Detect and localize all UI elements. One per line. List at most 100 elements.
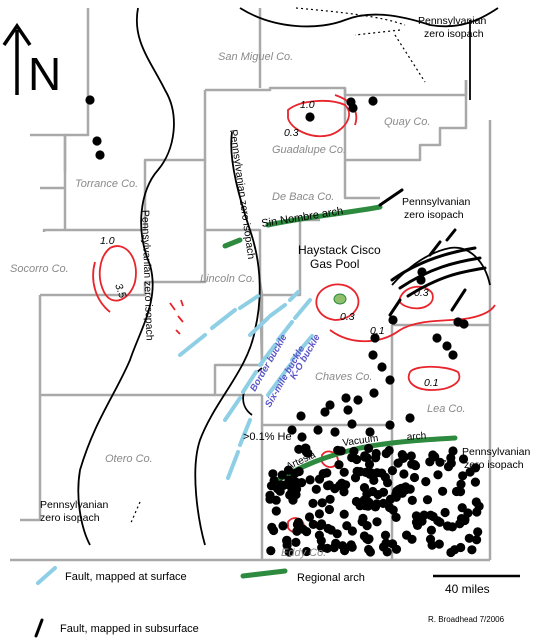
well-dot-icon bbox=[464, 533, 474, 543]
county-label-lea: Lea Co. bbox=[427, 403, 466, 415]
well-dot-icon bbox=[294, 444, 304, 454]
well-dot-icon bbox=[365, 469, 375, 479]
well-dot-icon bbox=[297, 478, 307, 488]
isopach-label-axial-west: Pennsylvanian zero isopach bbox=[139, 210, 156, 341]
well-dot-icon bbox=[385, 375, 395, 385]
well-dot-icon bbox=[371, 453, 381, 463]
well-dot-icon bbox=[365, 547, 375, 557]
well-dot-icon bbox=[302, 546, 312, 557]
well-dot-icon bbox=[347, 526, 357, 536]
well-dot-icon bbox=[323, 523, 333, 534]
well-dot-icon bbox=[265, 490, 275, 500]
well-dot-icon bbox=[419, 510, 429, 520]
legend-fault-subsurface-label: Fault, mapped in subsurface bbox=[60, 623, 199, 635]
well-dot-icon bbox=[372, 517, 382, 527]
scale-label: 40 miles bbox=[445, 582, 490, 596]
well-dot-icon bbox=[347, 452, 357, 463]
arch-label: arch bbox=[406, 431, 426, 443]
well-dot-icon bbox=[305, 475, 315, 485]
well-dot-icon bbox=[364, 459, 375, 469]
well-dot-icon bbox=[314, 509, 324, 519]
well-dot-icon bbox=[308, 519, 318, 530]
well-dot-icon bbox=[440, 507, 450, 518]
well-dot-icon bbox=[350, 473, 361, 483]
well-dot-icon bbox=[409, 472, 420, 483]
isopach-label-southeast-line1: Pennsylvanian bbox=[462, 446, 530, 458]
legend-fault-surface-label: Fault, mapped at surface bbox=[65, 571, 187, 583]
well-dot-icon bbox=[347, 419, 357, 429]
well-dot-icon bbox=[285, 490, 295, 500]
well-dot-icon bbox=[268, 469, 278, 479]
well-dot-icon bbox=[325, 494, 335, 504]
well-dot-icon bbox=[472, 535, 482, 545]
well-dot-icon bbox=[388, 505, 398, 515]
well-dot-icon bbox=[346, 540, 356, 550]
contour-label-03-north: 0.3 bbox=[284, 127, 299, 139]
county-boundaries bbox=[10, 8, 492, 562]
haystack-label-line1: Haystack Cisco bbox=[298, 243, 381, 257]
contour-label-10-north: 1.0 bbox=[300, 99, 315, 111]
well-dot-icon bbox=[378, 542, 389, 552]
well-dot-icon bbox=[451, 486, 462, 497]
well-dot-icon bbox=[416, 275, 426, 285]
well-dot-icon bbox=[368, 350, 378, 360]
well-dot-icon bbox=[446, 453, 456, 463]
helium-contours bbox=[92, 94, 496, 534]
well-dot-icon bbox=[426, 510, 436, 520]
well-dot-icon bbox=[380, 530, 391, 540]
well-dot-icon bbox=[292, 526, 302, 536]
well-dot-icon bbox=[289, 477, 299, 488]
well-dot-icon bbox=[467, 545, 477, 555]
well-dot-icon bbox=[339, 509, 349, 519]
well-dot-icon bbox=[397, 450, 407, 460]
contour-label-35-west: 3.5 bbox=[112, 282, 128, 300]
legend-regional-arch-label: Regional arch bbox=[297, 572, 365, 584]
isopach-label-north-line2: zero isopach bbox=[424, 28, 484, 40]
well-dot-icon bbox=[388, 539, 398, 549]
well-dot-icon bbox=[317, 519, 327, 529]
well-dot-icon bbox=[278, 521, 288, 531]
well-dot-icon bbox=[447, 522, 457, 532]
contour-label-01-lea: 0.1 bbox=[424, 377, 439, 389]
well-dot-icon bbox=[318, 469, 328, 479]
well-dot-icon bbox=[85, 95, 95, 105]
well-dot-icon bbox=[369, 388, 379, 398]
well-dot-icon bbox=[92, 136, 102, 146]
well-dot-icon bbox=[387, 466, 397, 476]
well-dot-icon bbox=[314, 530, 324, 540]
well-dot-icon bbox=[343, 405, 353, 415]
well-dot-icon bbox=[378, 498, 388, 508]
well-markers bbox=[85, 95, 484, 558]
haystack-gas-pool-icon bbox=[333, 293, 347, 305]
well-dot-icon bbox=[364, 443, 374, 453]
haystack-label-line2: Gas Pool bbox=[310, 257, 359, 271]
well-dot-icon bbox=[269, 525, 279, 536]
north-arrow-icon bbox=[2, 22, 32, 95]
county-label-guadalupe: Guadalupe Co. bbox=[272, 144, 346, 156]
well-dot-icon bbox=[471, 497, 481, 507]
well-dot-icon bbox=[336, 446, 346, 456]
county-label-quay: Quay Co. bbox=[384, 116, 430, 128]
well-dot-icon bbox=[294, 466, 304, 477]
well-dot-icon bbox=[320, 407, 330, 417]
well-dot-icon bbox=[271, 506, 281, 516]
well-dot-icon bbox=[438, 486, 448, 496]
well-dot-icon bbox=[411, 517, 422, 527]
surface-faults bbox=[178, 290, 314, 480]
well-dot-icon bbox=[365, 427, 375, 437]
well-dot-icon bbox=[339, 467, 349, 477]
well-dot-icon bbox=[391, 512, 401, 523]
contour-label-03-center: 0.3 bbox=[340, 311, 355, 323]
well-dot-icon bbox=[353, 395, 363, 405]
well-dot-icon bbox=[402, 530, 412, 540]
well-dot-icon bbox=[308, 498, 318, 508]
isopach-label-east-line2: zero isopach bbox=[404, 209, 464, 221]
well-dot-icon bbox=[291, 537, 301, 548]
county-label-otero: Otero Co. bbox=[105, 453, 153, 465]
well-dot-icon bbox=[330, 427, 340, 437]
well-dot-icon bbox=[406, 451, 416, 461]
well-dot-icon bbox=[334, 460, 344, 470]
well-dot-icon bbox=[417, 267, 427, 277]
well-dot-icon bbox=[302, 527, 312, 537]
well-dot-icon bbox=[330, 484, 340, 494]
